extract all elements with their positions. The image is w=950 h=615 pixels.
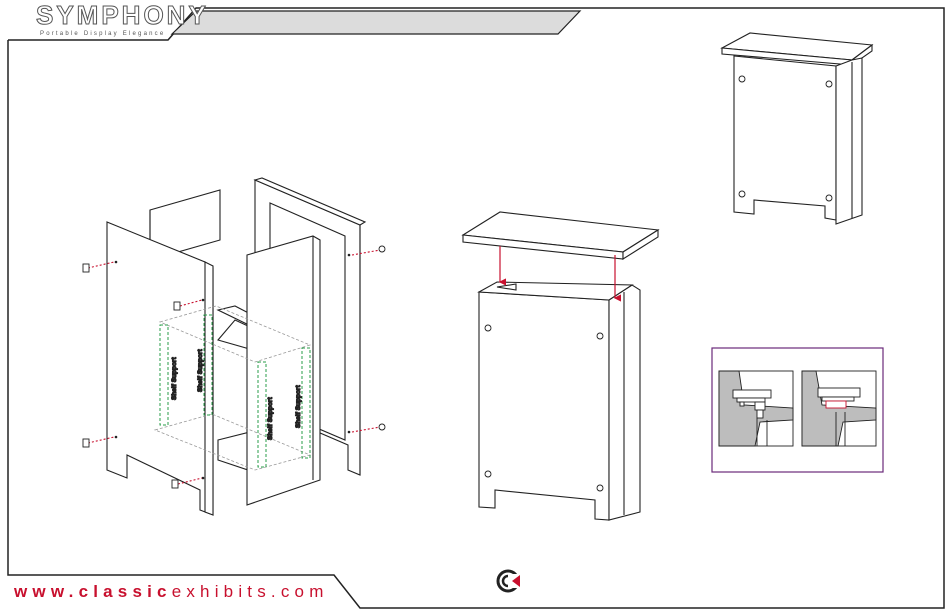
website-suffix: exhibits.com bbox=[172, 582, 329, 601]
shelf-support-label-1: Shelf Support bbox=[171, 357, 178, 400]
website-name: classic bbox=[79, 582, 172, 601]
exploded-view: Shelf Support Shelf Support Shelf Suppor… bbox=[83, 178, 385, 515]
classic-exhibits-logo-icon bbox=[498, 571, 520, 591]
detail-inset bbox=[712, 348, 883, 472]
detail-after bbox=[802, 371, 876, 446]
assembled-view bbox=[722, 33, 872, 224]
website-url[interactable]: www.classicexhibits.com bbox=[14, 582, 329, 602]
top-install-view bbox=[463, 212, 658, 520]
detail-before bbox=[719, 371, 793, 446]
shelf-support-label-2: Shelf Support bbox=[197, 349, 204, 392]
website-prefix: www. bbox=[14, 582, 79, 601]
shelf-support-label-3: Shelf Support bbox=[267, 397, 274, 440]
cabinet-body bbox=[479, 282, 640, 520]
shelf-support-label-4: Shelf Support bbox=[295, 385, 302, 428]
counter-top bbox=[463, 212, 658, 259]
